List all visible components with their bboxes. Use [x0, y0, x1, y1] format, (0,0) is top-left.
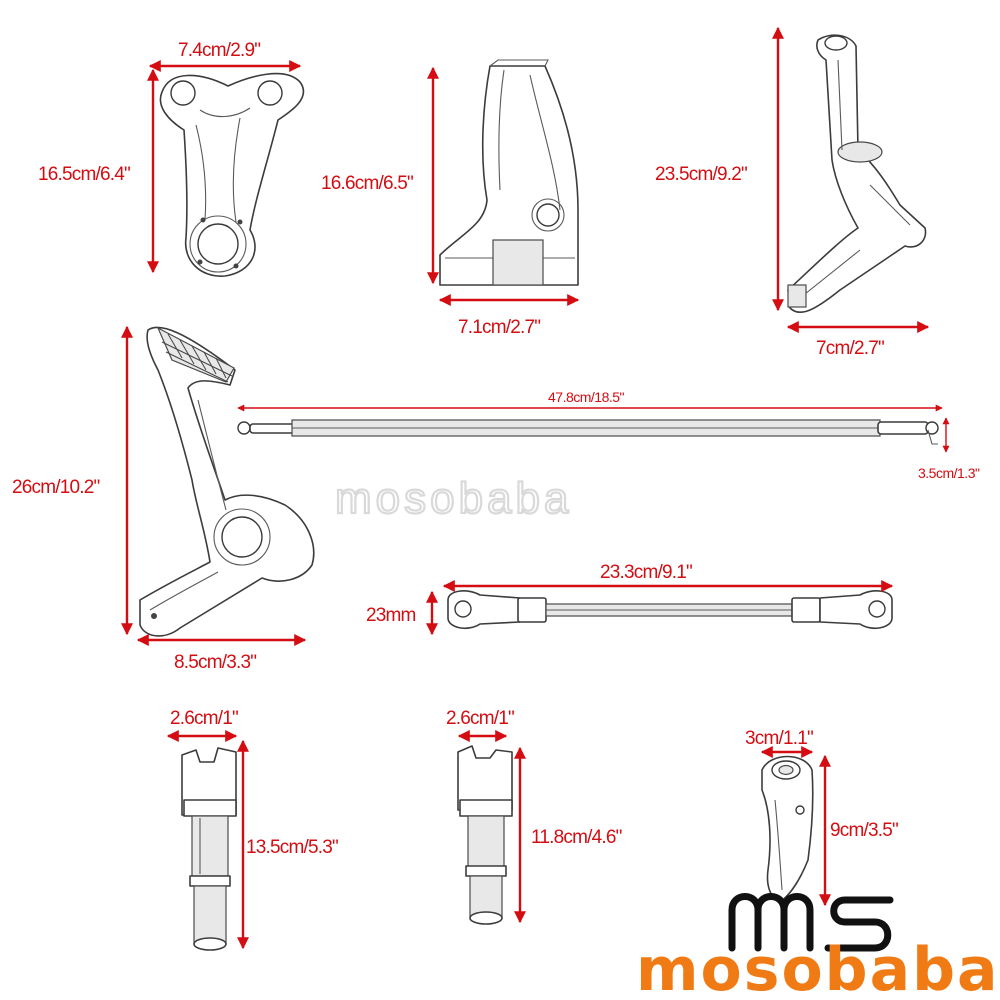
dimension-label: 3cm/1.1"	[745, 728, 813, 749]
brake-pedal	[139, 326, 315, 637]
dimension-label: 23.5cm/9.2"	[655, 164, 747, 185]
brand-name: mosobaba	[636, 935, 1000, 1000]
dimension-label: 2.6cm/1"	[446, 708, 514, 729]
shift-lever-bracket	[159, 72, 305, 277]
pivot-shaft-short	[457, 745, 513, 925]
dimension-label: 16.5cm/6.4"	[38, 164, 130, 185]
ms-monogram	[728, 893, 894, 952]
dimension-label: 23.3cm/9.1"	[600, 562, 692, 583]
shift-arm	[787, 34, 927, 314]
watermark-text: mosobaba	[335, 474, 572, 523]
mounting-bracket	[439, 59, 579, 286]
dimension-label: 13.5cm/5.3"	[246, 837, 338, 858]
dimension-label: 8.5cm/3.3"	[174, 652, 256, 673]
small-lever	[761, 755, 814, 903]
brake-rod	[237, 419, 939, 445]
dimension-label: 47.8cm/18.5"	[548, 389, 625, 405]
dimension-label: 2.6cm/1"	[170, 708, 238, 729]
dimension-label: 16.6cm/6.5"	[321, 173, 413, 194]
dimension-label: 26cm/10.2"	[12, 477, 100, 498]
dimension-label: 23mm	[366, 605, 416, 626]
dimension-label: 11.8cm/4.6"	[531, 827, 622, 848]
brand-logo: mosobaba	[636, 893, 1000, 1000]
dimension-label: 3.5cm/1.3"	[918, 465, 980, 481]
dimension-label: 7cm/2.7"	[816, 338, 884, 359]
dimension-label: 7.1cm/2.7"	[458, 317, 540, 338]
pivot-shaft-long	[181, 747, 237, 951]
dimension-label: 7.4cm/2.9"	[178, 40, 260, 61]
dimension-label: 9cm/3.5"	[830, 820, 898, 841]
shift-linkage-rod	[447, 590, 893, 630]
